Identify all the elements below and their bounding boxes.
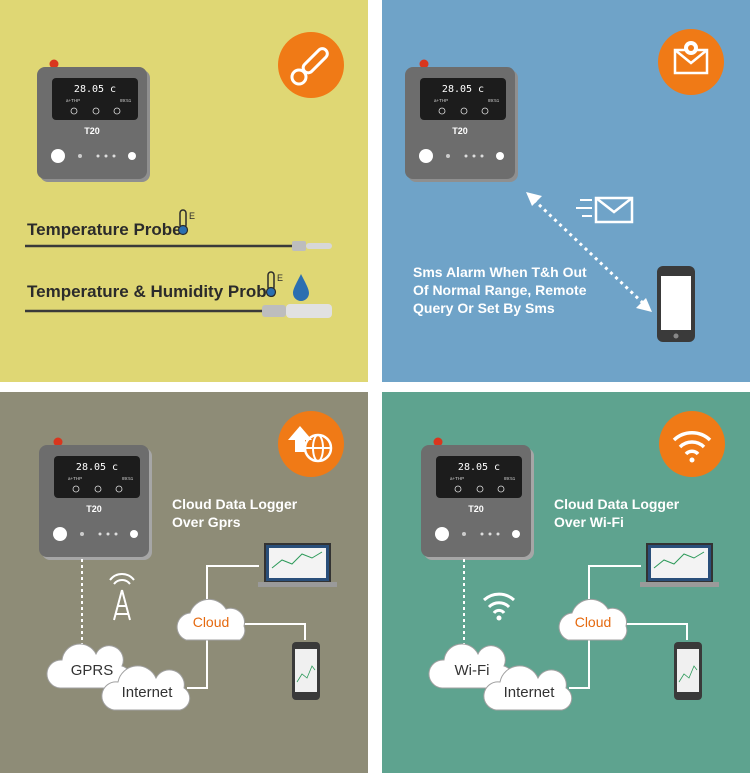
svg-text:a+THP: a+THP bbox=[68, 476, 82, 481]
data-logger-device: 28.05 c a+THP 89:51 T20 bbox=[421, 437, 534, 560]
device-reading: 28.05 c bbox=[74, 84, 116, 95]
wifi-panel: 28.05 c a+THP 89:51 T20 Cloud Data Logge… bbox=[382, 392, 750, 773]
wifi-title-line-2: Over Wi-Fi bbox=[554, 514, 624, 530]
gprs-label: GPRS bbox=[71, 662, 114, 679]
gprs-panel: 28.05 c a+THP 89:51 T20 Cloud Data Logge… bbox=[0, 392, 368, 773]
humidity-probe bbox=[25, 304, 332, 318]
smartphone-icon bbox=[657, 266, 695, 342]
upload-globe-icon bbox=[278, 411, 344, 477]
laptop-icon bbox=[640, 543, 719, 587]
sms-panel: 28.05 c a+THP 89:51 T20 bbox=[382, 0, 750, 382]
cell-tower-icon bbox=[109, 573, 135, 621]
svg-text:a+THP: a+THP bbox=[450, 476, 464, 481]
gprs-cloud-node: GPRS bbox=[46, 643, 131, 689]
svg-text:T20: T20 bbox=[468, 504, 484, 514]
sms-text-line-1: Sms Alarm When T&h Out bbox=[413, 264, 587, 280]
sms-text-line-3: Query Or Set By Sms bbox=[413, 300, 555, 316]
svg-text:28.05 c: 28.05 c bbox=[458, 462, 500, 473]
svg-text:a+THP: a+THP bbox=[434, 98, 448, 103]
message-sent-icon bbox=[576, 196, 634, 224]
wifi-icon bbox=[659, 411, 725, 477]
svg-text:89:51: 89:51 bbox=[120, 98, 132, 103]
wifi-label: Wi-Fi bbox=[455, 662, 490, 679]
device-brand: T20 bbox=[84, 126, 100, 136]
wifi-signal-icon bbox=[482, 592, 516, 621]
cloud-node: Cloud bbox=[176, 598, 246, 641]
data-logger-device: 28.05 c a+THP 89:51 T20 bbox=[39, 437, 152, 560]
sms-text-line-2: Of Normal Range, Remote bbox=[413, 282, 587, 298]
humidity-probe-label: Temperature & Humidity Probe bbox=[27, 282, 276, 301]
temperature-probe-label: Temperature Probe bbox=[27, 220, 182, 239]
smartphone-icon bbox=[674, 642, 702, 700]
probes-panel: 28.05 c a+THP 89:51 T20 Temperature Prob… bbox=[0, 0, 368, 382]
svg-text:28.05 c: 28.05 c bbox=[76, 462, 118, 473]
svg-text:89:51: 89:51 bbox=[488, 98, 500, 103]
device-screen bbox=[52, 78, 138, 120]
svg-text:28.05 c: 28.05 c bbox=[442, 84, 484, 95]
gprs-title-line-1: Cloud Data Logger bbox=[172, 496, 298, 512]
thermometer-icon bbox=[278, 32, 344, 98]
svg-text:a+THP: a+THP bbox=[66, 98, 80, 103]
smartphone-icon bbox=[292, 642, 320, 700]
email-gear-icon bbox=[658, 29, 724, 95]
svg-text:T20: T20 bbox=[86, 504, 102, 514]
internet-cloud-node: Internet bbox=[483, 665, 573, 711]
network-lines bbox=[463, 559, 688, 689]
internet-label: Internet bbox=[122, 684, 174, 701]
laptop-icon bbox=[258, 543, 337, 587]
data-logger-device: 28.05 c a+THP 89:51 T20 bbox=[405, 59, 518, 182]
svg-text:E: E bbox=[189, 211, 195, 221]
svg-text:E: E bbox=[277, 273, 283, 283]
network-lines bbox=[81, 559, 306, 689]
data-logger-device: 28.05 c a+THP 89:51 T20 bbox=[37, 59, 150, 182]
thermometer-small-icon: E bbox=[177, 209, 195, 236]
cloud-label: Cloud bbox=[193, 614, 230, 630]
sms-link-arrow bbox=[526, 192, 652, 312]
cloud-label: Cloud bbox=[575, 614, 612, 630]
svg-text:89:51: 89:51 bbox=[122, 476, 134, 481]
wifi-title-line-1: Cloud Data Logger bbox=[554, 496, 680, 512]
internet-label: Internet bbox=[504, 684, 556, 701]
gprs-title-line-2: Over Gprs bbox=[172, 514, 241, 530]
cloud-node: Cloud bbox=[558, 598, 628, 641]
thermometer-humidity-icon: E bbox=[265, 271, 309, 301]
internet-cloud-node: Internet bbox=[101, 665, 191, 711]
svg-text:89:51: 89:51 bbox=[504, 476, 516, 481]
temperature-probe bbox=[25, 241, 332, 251]
svg-text:T20: T20 bbox=[452, 126, 468, 136]
